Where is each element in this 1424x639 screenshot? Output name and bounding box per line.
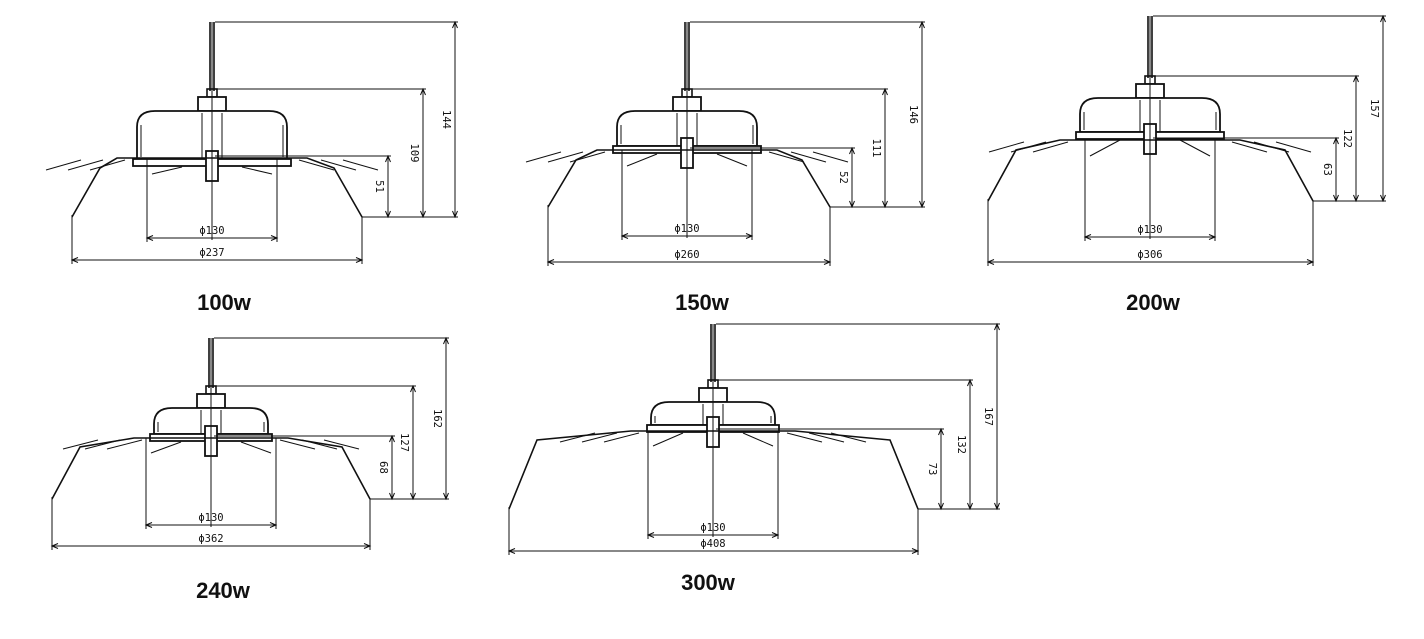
fixture-drawing-150w: ϕ130 ϕ260 146 111 52 150w: [525, 20, 925, 315]
outer-diameter-label: ϕ408: [700, 538, 725, 550]
wattage-label: 100w: [197, 290, 252, 315]
wattage-label: 240w: [196, 578, 251, 603]
fixture-drawing-240w: ϕ130 ϕ362 162 127 68 240w: [50, 336, 449, 603]
height-stem-label: 157: [1368, 99, 1380, 118]
height-reflector-label: 73: [926, 463, 938, 476]
height-body-label: 122: [1341, 129, 1353, 148]
height-stem-label: 162: [431, 409, 443, 428]
height-stem-label: 144: [440, 110, 452, 129]
height-reflector-label: 52: [837, 171, 849, 184]
height-reflector-label: 51: [373, 180, 385, 193]
wattage-label: 200w: [1126, 290, 1181, 315]
inner-diameter-label: ϕ130: [700, 522, 725, 534]
outer-diameter-label: ϕ362: [198, 533, 223, 545]
fixture-drawing-200w: ϕ130 ϕ306 157 122 63 200w: [986, 14, 1386, 315]
height-body-label: 127: [398, 433, 410, 452]
outer-diameter-label: ϕ306: [1137, 249, 1162, 261]
height-reflector-label: 68: [377, 461, 389, 474]
wattage-label: 300w: [681, 570, 736, 595]
height-reflector-label: 63: [1321, 163, 1333, 176]
height-stem-label: 167: [982, 407, 994, 426]
inner-diameter-label: ϕ130: [199, 225, 224, 237]
height-stem-label: 146: [907, 105, 919, 124]
fixture-drawing-100w: ϕ130 ϕ237 144 109 51 100w: [45, 20, 458, 315]
inner-diameter-label: ϕ130: [674, 223, 699, 235]
outer-diameter-label: ϕ260: [674, 249, 699, 261]
height-body-label: 132: [955, 435, 967, 454]
wattage-label: 150w: [675, 290, 730, 315]
height-body-label: 109: [408, 144, 420, 163]
outer-diameter-label: ϕ237: [199, 247, 224, 259]
fixture-drawing-300w: ϕ130 ϕ408 167 132 73 300w: [507, 322, 1000, 595]
inner-diameter-label: ϕ130: [198, 512, 223, 524]
height-body-label: 111: [870, 139, 882, 158]
inner-diameter-label: ϕ130: [1137, 224, 1162, 236]
